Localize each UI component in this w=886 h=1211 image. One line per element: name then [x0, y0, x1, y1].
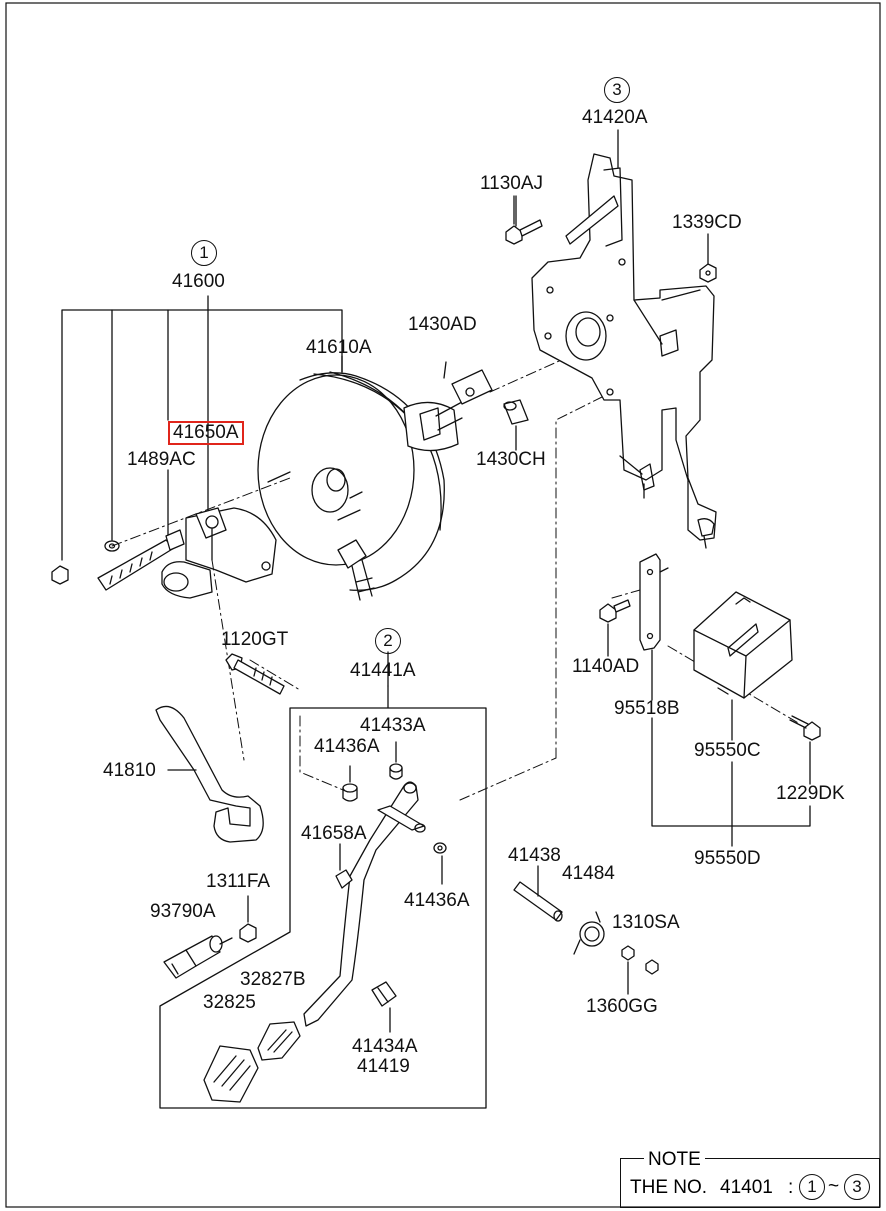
label-1140AD: 1140AD — [572, 656, 640, 677]
label-1360GG: 1360GG — [586, 996, 658, 1017]
pedal-group-box — [159, 685, 487, 1109]
label-1489AC: 1489AC — [127, 449, 196, 470]
clevis-pin-1430CH — [503, 399, 529, 451]
label-1311FA: 1311FA — [206, 871, 271, 892]
label-1229DK: 1229DK — [776, 783, 845, 804]
module-95550C — [693, 591, 793, 741]
bushing-41436A-bottom — [433, 842, 447, 885]
label-41434A: 41434A — [352, 1036, 418, 1057]
group-1-marker: 1 — [191, 240, 217, 266]
nut-1360GG — [621, 945, 635, 995]
label-95550C: 95550C — [694, 740, 761, 761]
note-part-number: 41401 — [720, 1177, 773, 1198]
label-41436A-top: 41436A — [314, 736, 380, 757]
pedal-bracket — [531, 153, 717, 549]
note-title: NOTE — [644, 1149, 705, 1171]
pedal-pad-32827B — [257, 1021, 301, 1061]
label-41438: 41438 — [508, 845, 561, 866]
bracket-95518B — [639, 553, 669, 701]
leader-95550D — [651, 717, 811, 847]
group-2-marker: 2 — [375, 628, 401, 654]
label-41420A: 41420A — [582, 107, 648, 128]
label-41436A-bottom: 41436A — [404, 890, 470, 911]
center-lines — [111, 339, 801, 801]
group-41600-leaders — [61, 295, 343, 561]
pedal-pad-32825 — [203, 1045, 259, 1103]
stopper-41658A — [335, 843, 353, 889]
hose-41810 — [155, 705, 264, 843]
label-41610A: 41610A — [306, 337, 372, 358]
label-1339CD: 1339CD — [672, 212, 742, 233]
nut-1311FA — [239, 895, 257, 943]
bolt-1120GT — [225, 653, 285, 695]
screw-1229DK — [789, 715, 821, 741]
label-1130AJ: 1130AJ — [480, 173, 544, 194]
stopper-41434A — [371, 981, 397, 1033]
label-1120GT: 1120GT — [221, 629, 289, 650]
label-41441A: 41441A — [350, 660, 416, 681]
bolt-1140AD — [599, 599, 631, 623]
diagram-frame — [5, 2, 881, 1208]
nut-1310SA — [645, 959, 659, 975]
note-range-end-marker: 3 — [844, 1174, 870, 1200]
master-cylinder — [161, 507, 277, 599]
label-93790A: 93790A — [150, 901, 216, 922]
note-tilde: ~ — [828, 1176, 840, 1197]
label-1430CH: 1430CH — [476, 449, 546, 470]
label-1430AD: 1430AD — [408, 314, 477, 335]
note-separator: : — [788, 1177, 794, 1198]
pin-1430AD — [443, 361, 447, 379]
label-41810: 41810 — [103, 760, 156, 781]
spring-41484 — [573, 911, 605, 955]
bolt-1130AJ — [505, 195, 543, 245]
pedal-arm-41441A — [303, 781, 426, 1027]
label-95550D: 95550D — [694, 848, 761, 869]
label-41433A: 41433A — [360, 715, 426, 736]
note-box — [620, 1158, 880, 1208]
bushing-41433A — [389, 741, 403, 780]
nut-1339CD — [699, 263, 717, 283]
pin-41438 — [513, 865, 563, 922]
group-3-marker: 3 — [604, 77, 630, 103]
nut-group1 — [51, 565, 69, 585]
label-32827B: 32827B — [240, 969, 306, 990]
label-41600: 41600 — [172, 271, 225, 292]
bushing-41436A-top — [342, 765, 358, 802]
label-1310SA: 1310SA — [612, 912, 680, 933]
label-41419: 41419 — [357, 1056, 410, 1077]
note-prefix: THE NO. — [630, 1177, 708, 1198]
note-range-start-marker: 1 — [799, 1174, 825, 1200]
label-41658A: 41658A — [301, 823, 367, 844]
bolt-1489AC — [97, 529, 185, 591]
label-leaders — [341, 129, 811, 785]
brake-booster — [257, 369, 493, 601]
label-41650A-highlighted: 41650A — [168, 421, 244, 445]
switch-93790A — [163, 935, 233, 979]
label-41484: 41484 — [562, 863, 615, 884]
label-32825: 32825 — [203, 992, 256, 1013]
label-95518B: 95518B — [614, 698, 680, 719]
